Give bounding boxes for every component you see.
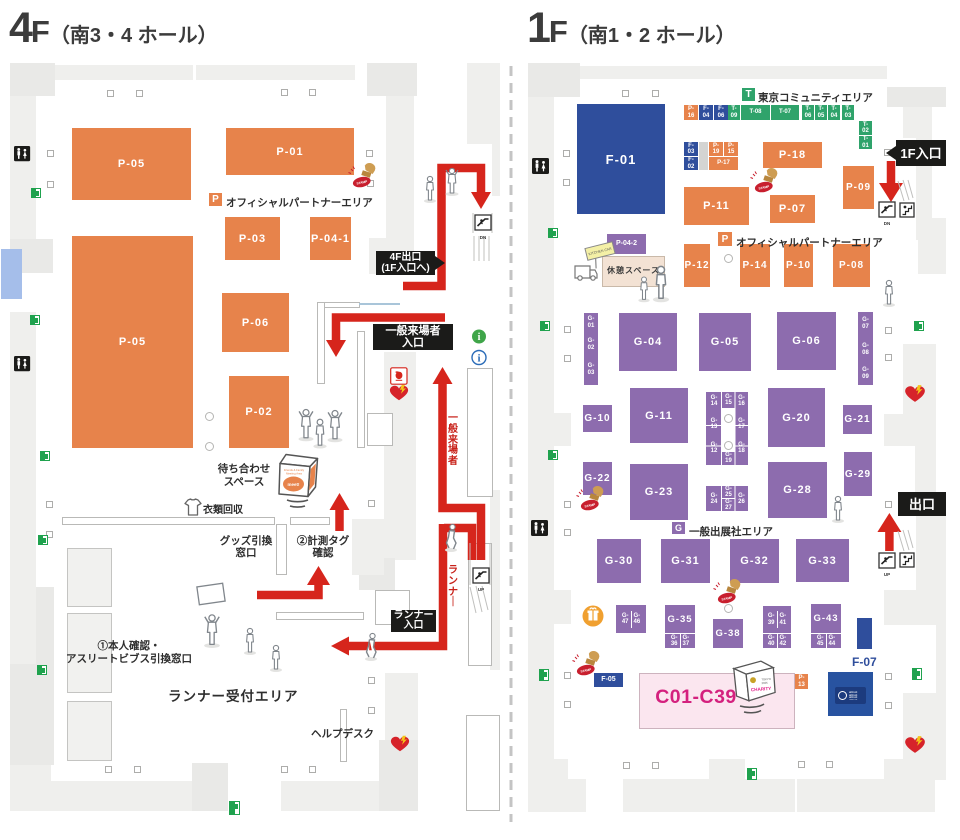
svg-text:meet!: meet!	[287, 482, 300, 487]
svg-text:KITCHEN CAR: KITCHEN CAR	[588, 247, 612, 257]
svg-text:Friends & Family: Friends & Family	[284, 468, 305, 472]
svg-text:UP: UP	[478, 587, 484, 592]
svg-text:CHARITY: CHARITY	[751, 686, 772, 692]
svg-text:Meeting Area: Meeting Area	[286, 472, 302, 476]
svg-text:TOKYO: TOKYO	[761, 677, 771, 682]
svg-text:UP: UP	[884, 572, 890, 577]
svg-text:i: i	[477, 352, 480, 364]
svg-text:2025: 2025	[761, 681, 768, 685]
svg-text:DN: DN	[884, 221, 891, 226]
svg-text:i: i	[478, 332, 481, 343]
svg-text:DN: DN	[480, 235, 487, 240]
